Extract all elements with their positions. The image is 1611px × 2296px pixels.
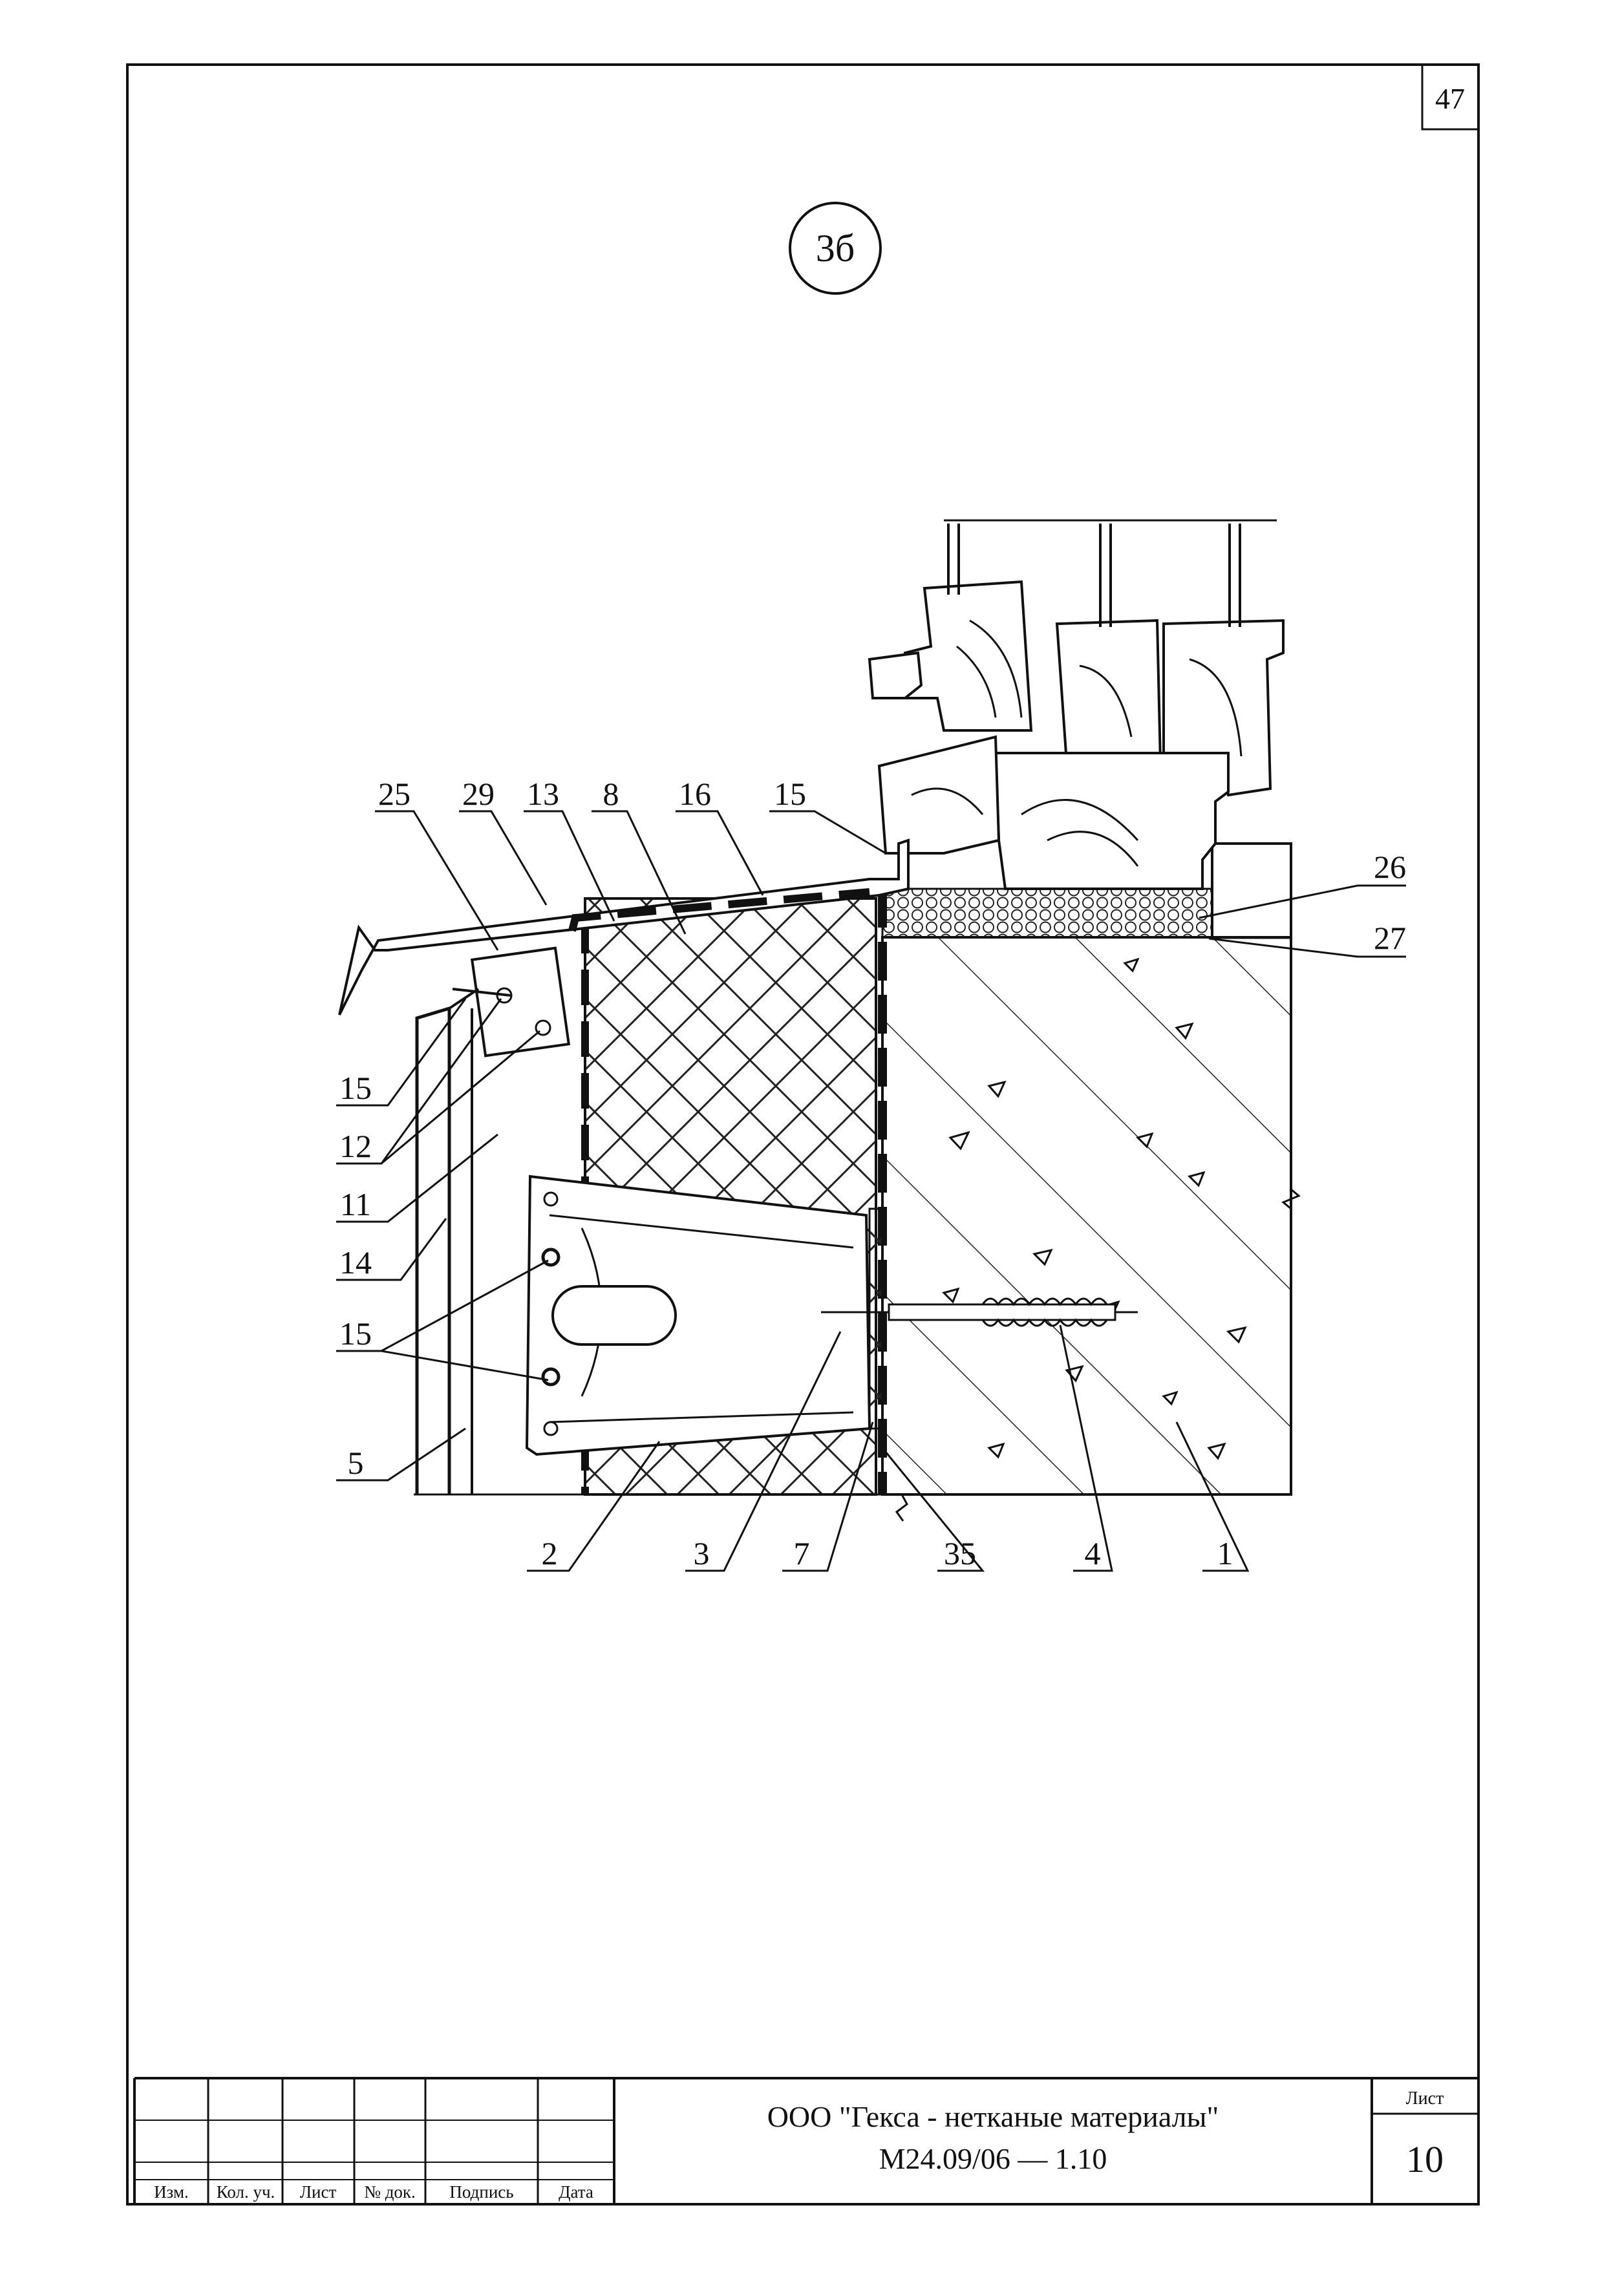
sheet-frame	[126, 63, 1480, 2206]
col-date: Дата	[559, 2182, 593, 2202]
page-number-box: 47	[1421, 65, 1478, 131]
rivet-12a	[496, 987, 513, 1004]
callout-25: 25	[378, 776, 411, 812]
facade-cladding	[415, 1006, 451, 1494]
thermal-pad	[868, 1207, 884, 1430]
glazing	[944, 519, 1277, 627]
sheet-label: Лист	[1406, 2089, 1444, 2109]
col-izm: Изм.	[154, 2182, 189, 2202]
callouts-right: 26 27	[1374, 849, 1406, 956]
callouts-left: 15 12 11 14 15 5	[339, 1070, 372, 1481]
callout-12: 12	[339, 1128, 372, 1164]
frame-block-right	[1211, 842, 1292, 939]
callout-5: 5	[348, 1445, 364, 1481]
callout-7: 7	[794, 1535, 810, 1571]
bracket-hole-bottom	[543, 1421, 559, 1436]
callout-16: 16	[679, 776, 711, 812]
callout-29: 29	[462, 776, 495, 812]
leader-lines	[336, 810, 1406, 1572]
sill-inner-profile	[568, 888, 870, 932]
page-number: 47	[1435, 82, 1465, 115]
support-bracket	[525, 1175, 871, 1456]
wall-section	[338, 519, 1301, 1522]
sheet-number: 10	[1406, 2138, 1444, 2180]
callout-26: 26	[1374, 849, 1406, 885]
profile-arcs	[911, 619, 1243, 867]
anchor-dowel	[821, 1297, 1138, 1327]
document-code: М24.09/06 — 1.10	[879, 2142, 1107, 2175]
section-marker-label: 3б	[816, 227, 855, 270]
concrete-wall	[881, 936, 1292, 1496]
bracket-slot	[551, 1285, 677, 1346]
callout-8: 8	[603, 776, 619, 812]
bracket-hole-top	[543, 1191, 559, 1207]
corner-bracket	[470, 946, 571, 1058]
window-sill-flashing	[338, 838, 910, 1015]
col-list: Лист	[300, 2182, 337, 2202]
col-kol-uch: Кол. уч.	[217, 2182, 275, 2202]
col-doc-no: № док.	[364, 2182, 416, 2202]
rivet-12b	[535, 1019, 551, 1036]
callout-3: 3	[694, 1535, 710, 1571]
callouts-bottom: 2 3 7 35 4 1	[542, 1535, 1233, 1571]
callout-13: 13	[527, 776, 559, 812]
callout-11: 11	[340, 1186, 371, 1222]
callout-14: 14	[339, 1244, 372, 1281]
callout-2: 2	[542, 1535, 558, 1571]
break-mark-bottom	[895, 1494, 908, 1522]
rivet-15b	[541, 1367, 560, 1387]
foam-seal	[881, 888, 1213, 939]
title-block	[133, 2077, 1478, 2204]
callout-35: 35	[944, 1535, 976, 1571]
callout-15-left-a: 15	[339, 1070, 372, 1106]
organization-name: ООО "Гекса - нетканые материалы"	[767, 2100, 1219, 2133]
callouts-top: 25 29 13 8 16 15	[378, 776, 806, 812]
section-marker: 3б	[789, 202, 882, 295]
col-signature: Подпись	[449, 2182, 513, 2202]
callout-15-left-b: 15	[339, 1315, 372, 1352]
break-mark-right	[1281, 1188, 1301, 1210]
title-block-columns: Изм. Кол. уч. Лист № док. Подпись Дата	[154, 2182, 593, 2202]
callout-1: 1	[1217, 1535, 1233, 1571]
callout-15-top: 15	[774, 776, 806, 812]
callout-27: 27	[1374, 920, 1406, 956]
callout-4: 4	[1085, 1535, 1101, 1571]
